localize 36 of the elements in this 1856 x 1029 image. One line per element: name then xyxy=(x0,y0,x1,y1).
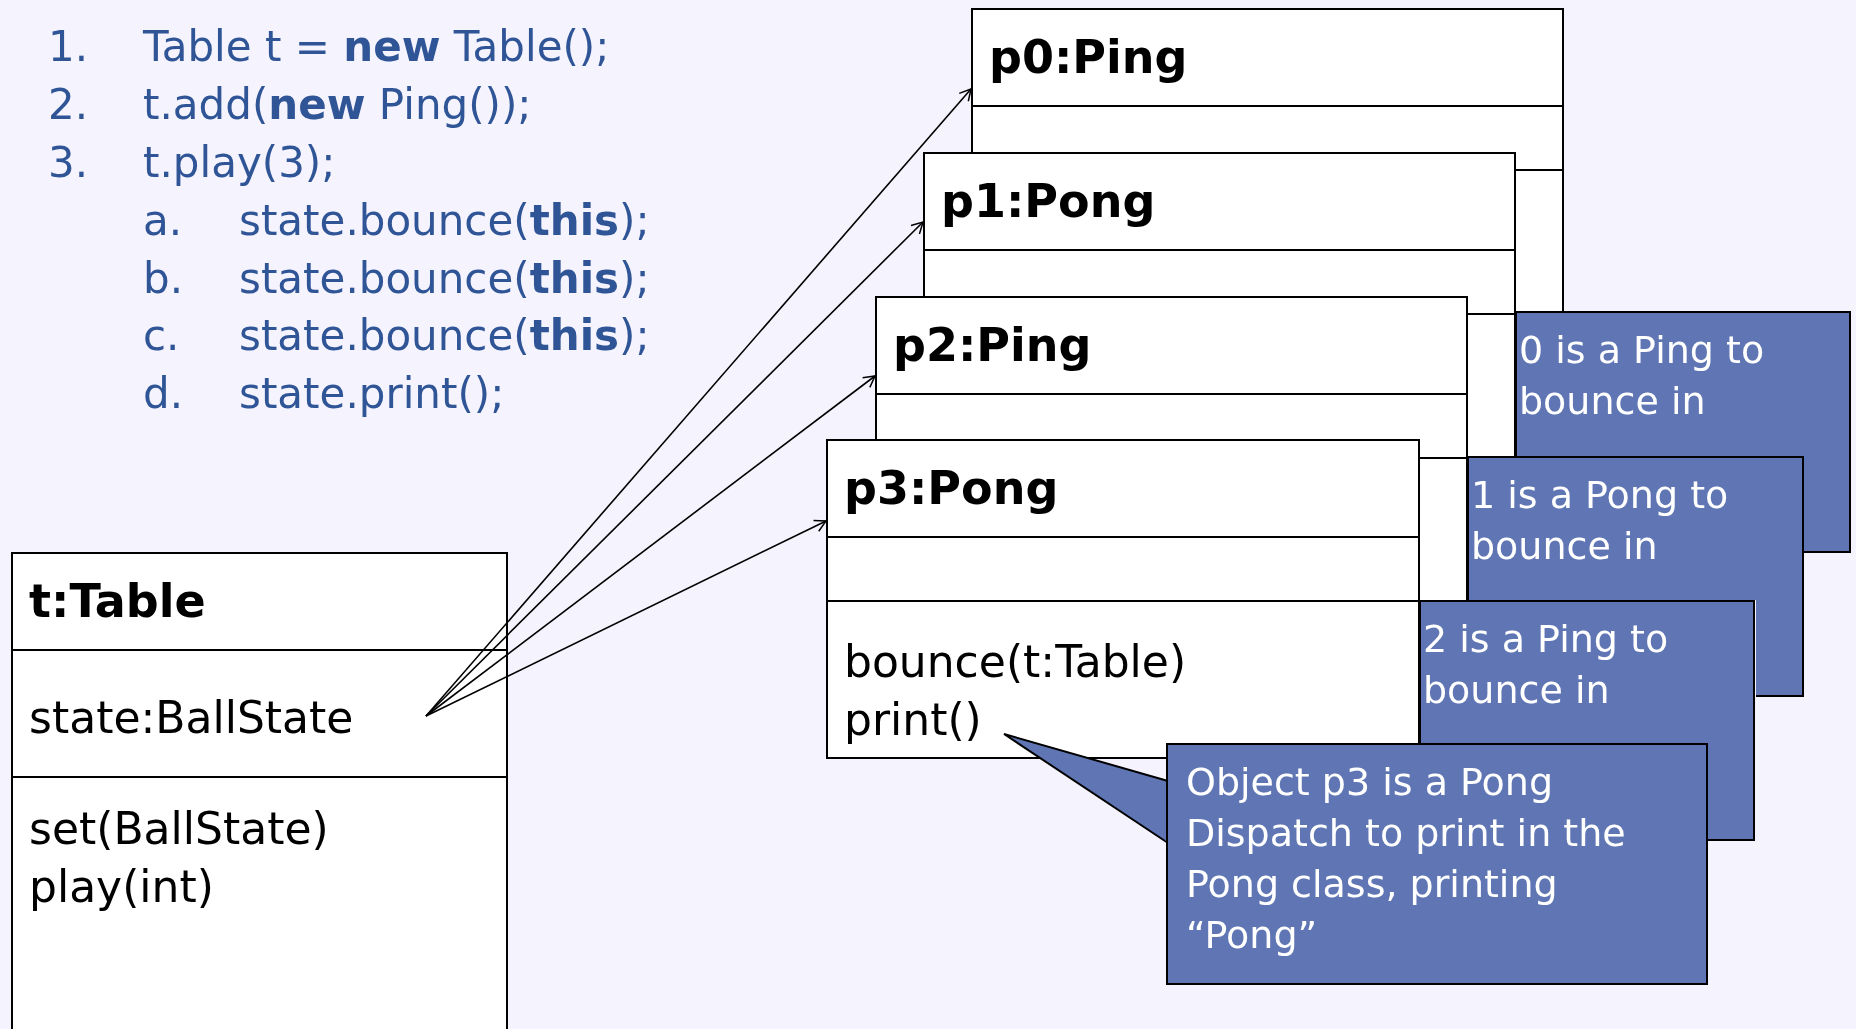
list-marker: 3. xyxy=(48,138,89,188)
code-line: state.print(); xyxy=(239,369,505,419)
callout-text: 1 is a Pong to bounce in xyxy=(1471,472,1730,570)
callout-text: Object p3 is a Pong Dispatch to print in the Pong class, printing “Pong” xyxy=(1186,759,1627,959)
arrow xyxy=(425,519,827,717)
class-name: t:Table xyxy=(29,574,206,628)
class-box xyxy=(826,439,1420,759)
list-marker: 1. xyxy=(48,22,89,72)
class-name: p2:Ping xyxy=(893,318,1092,372)
method-list: bounce(t:Table) print() xyxy=(844,633,1244,749)
code-line: t.add(new Ping()); xyxy=(143,80,532,130)
arrow xyxy=(425,88,972,717)
class-box xyxy=(971,8,1564,152)
callout-text: 2 is a Ping to bounce in xyxy=(1423,616,1670,714)
arrow xyxy=(425,375,876,717)
code-line: state.bounce(this); xyxy=(239,254,650,304)
class-box xyxy=(11,552,508,1029)
code-line: Table t = new Table(); xyxy=(143,22,610,72)
class-name: p1:Pong xyxy=(941,174,1156,228)
class-box xyxy=(875,296,1468,439)
class-name: p0:Ping xyxy=(989,30,1188,84)
arrow xyxy=(425,221,924,717)
class-box xyxy=(923,152,1516,296)
list-marker: b. xyxy=(143,254,183,304)
callout-box xyxy=(1166,743,1708,985)
list-marker: a. xyxy=(143,196,183,246)
callout-text: 0 is a Ping to bounce in xyxy=(1519,327,1766,425)
code-line: t.play(3); xyxy=(143,138,336,188)
attribute-text: state:BallState xyxy=(29,691,355,745)
class-name: p3:Pong xyxy=(844,461,1059,515)
code-line: state.bounce(this); xyxy=(239,196,650,246)
list-marker: d. xyxy=(143,369,183,419)
method-list: set(BallState) play(int) xyxy=(29,800,429,916)
list-marker: 2. xyxy=(48,80,89,130)
code-line: state.bounce(this); xyxy=(239,311,650,361)
list-marker: c. xyxy=(143,311,180,361)
